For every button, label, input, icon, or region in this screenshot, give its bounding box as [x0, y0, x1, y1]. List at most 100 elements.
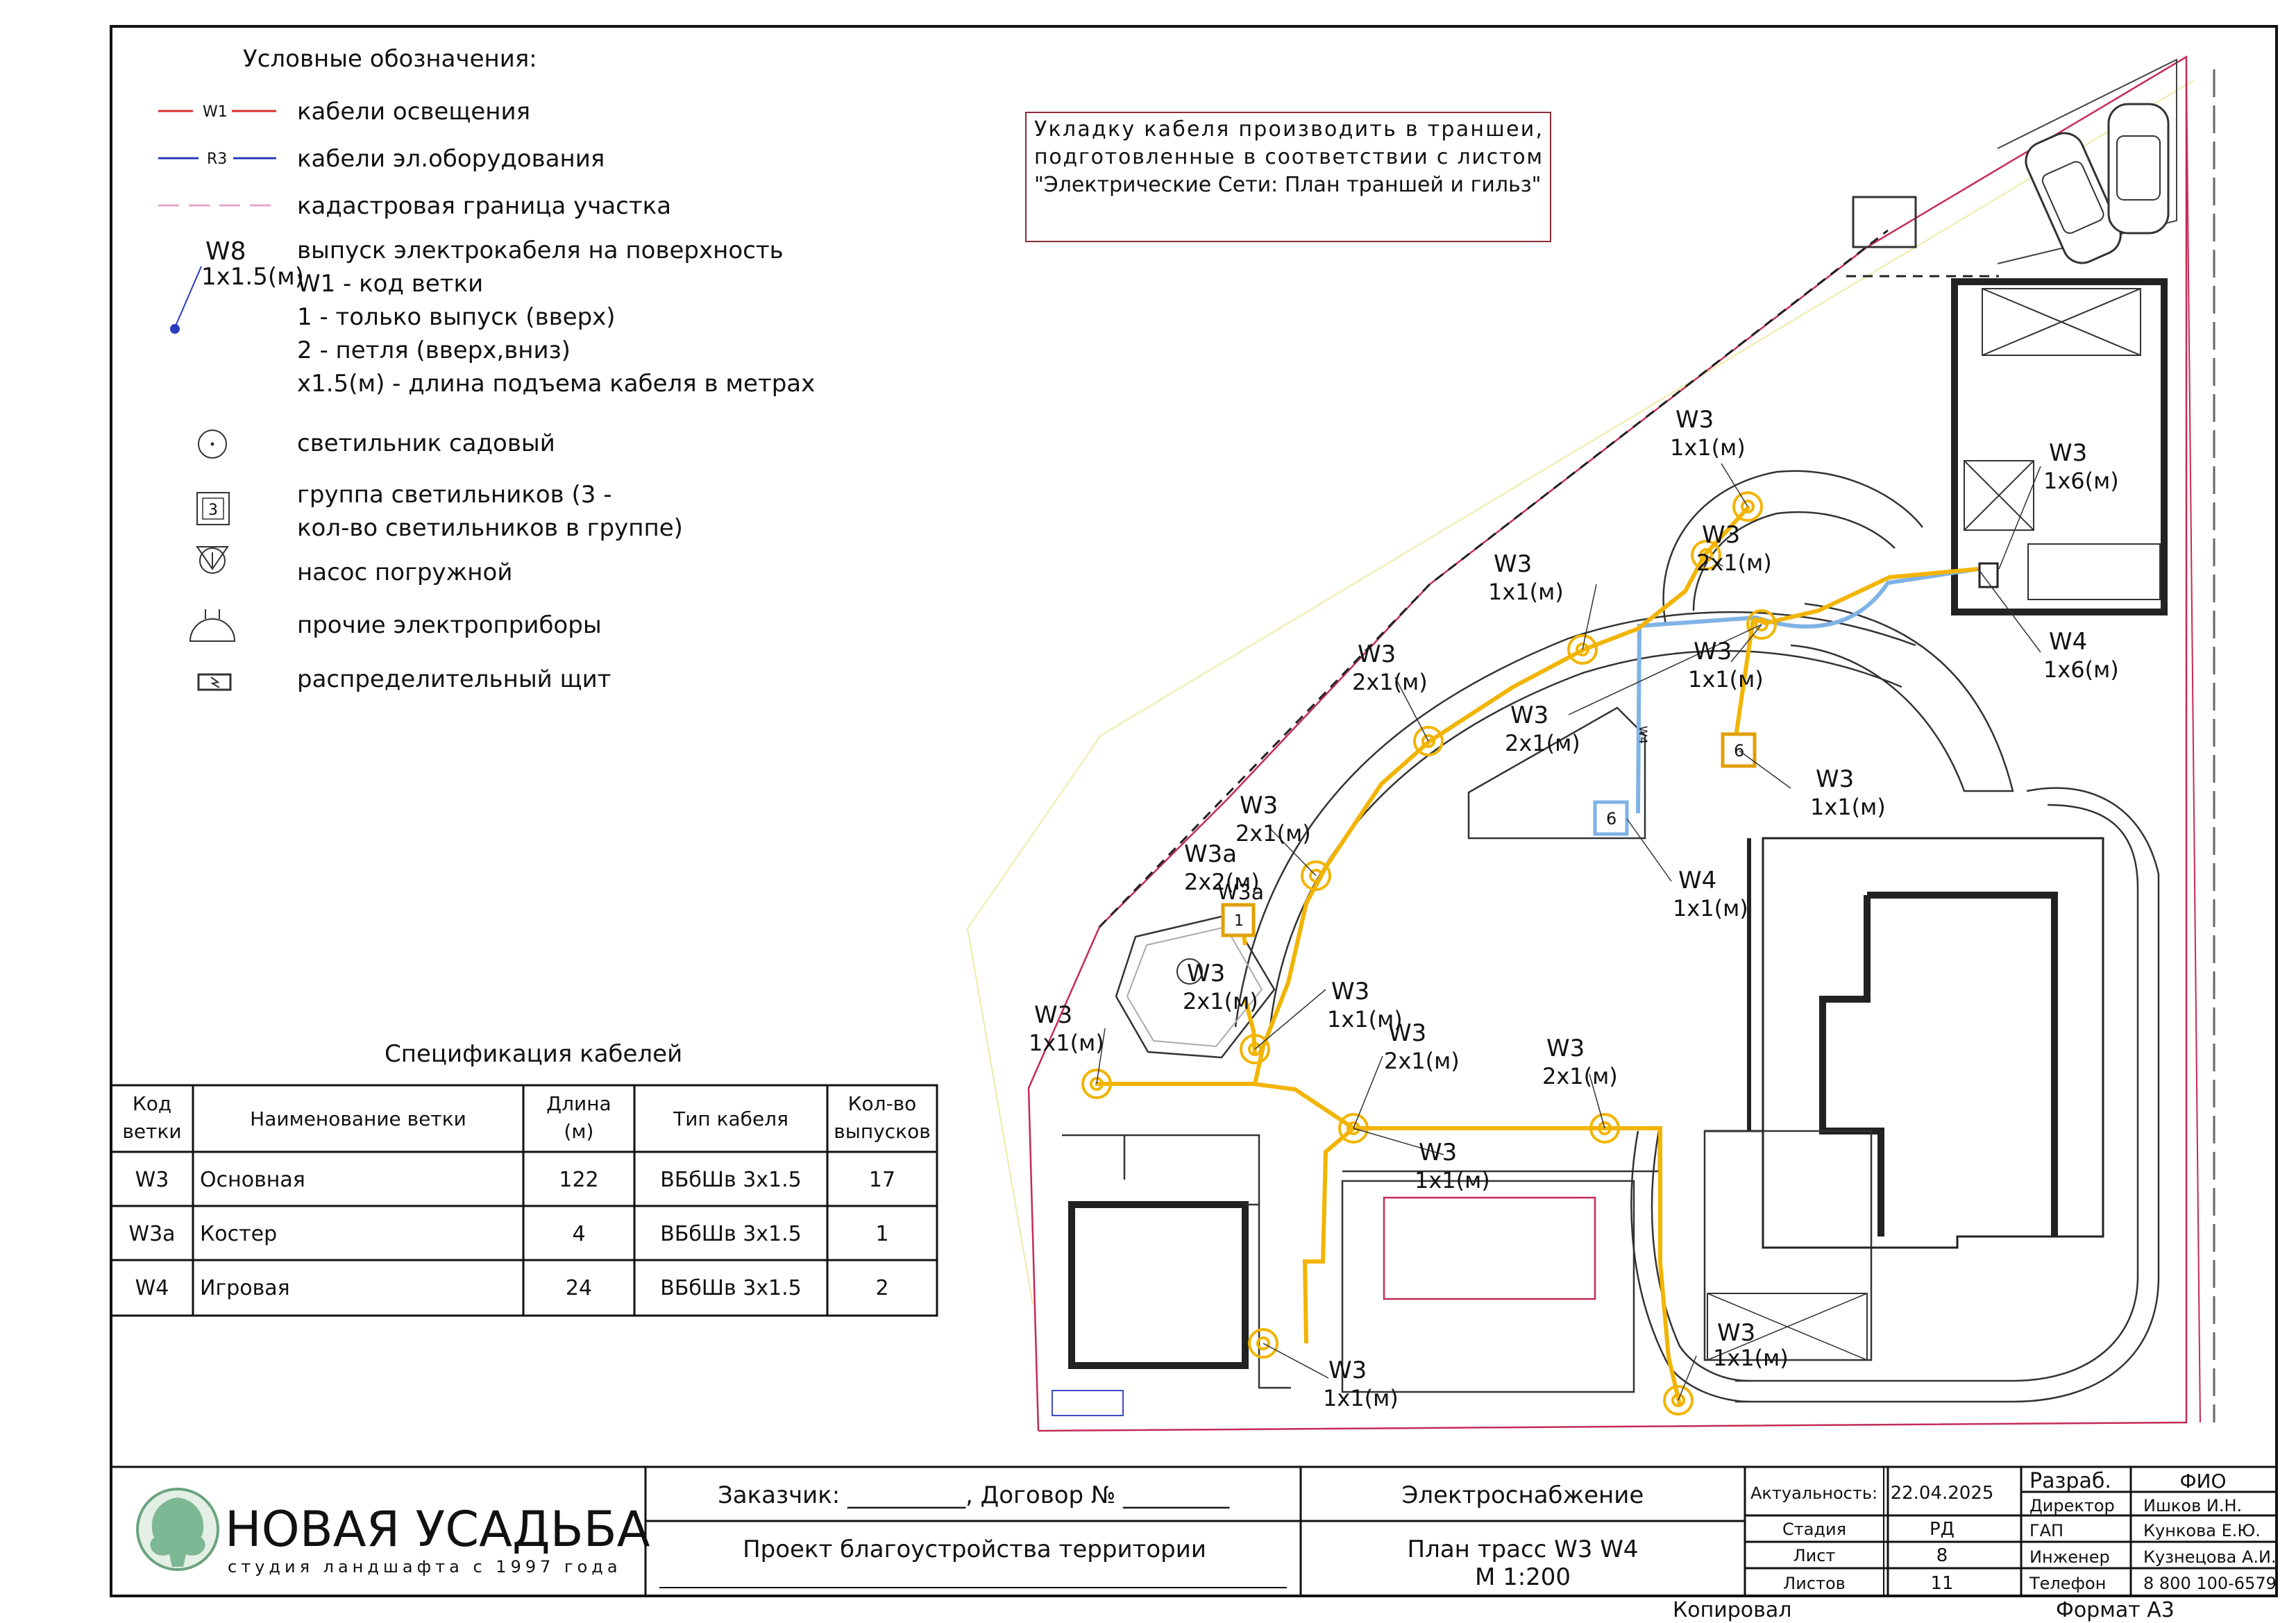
route-label-code: W3: [1187, 960, 1225, 987]
outbuilding: [1951, 278, 2168, 615]
legend-lighting-cables: кабели освещения: [297, 98, 530, 126]
logo-tagline: студия ландшафта с 1997 года: [228, 1557, 622, 1577]
spec-header-code-2: ветки: [122, 1120, 181, 1143]
route-label-length: 2x1(м): [1505, 730, 1580, 756]
w4-route-tag: W4: [1637, 726, 1650, 744]
customer-contract: Заказчик: __________, Договор № ________…: [718, 1481, 1230, 1509]
spec-cell-name: Основная: [200, 1168, 305, 1192]
route-label-code: W3: [1328, 1357, 1367, 1384]
route-label-code: W4: [1678, 867, 1716, 894]
route-label-length: 1x6(м): [2043, 468, 2119, 494]
spec-header-name: Наименование ветки: [250, 1107, 466, 1130]
route-label-code: W3: [1694, 638, 1732, 665]
legend-other-appliances: прочие электроприборы: [297, 611, 602, 639]
title-block: НОВАЯ УСАДЬБА студия ландшафта с 1997 го…: [110, 1465, 2278, 1622]
cadastral-boundary: [1027, 55, 2188, 1432]
route-label-length: 1x1(м): [1488, 579, 1564, 605]
cable-spec: Спецификация кабелей Код ветки Наименова…: [110, 1040, 938, 1317]
legend-outlet-line-4: 2 - петля (вверх,вниз): [297, 337, 571, 364]
route-label-length: 1x6(м): [2043, 656, 2119, 683]
spec-header-length-1: Длина: [546, 1092, 611, 1115]
lamp-group-w4-count: 6: [1606, 809, 1617, 829]
route-label-code: W3: [1240, 792, 1278, 819]
route-label-code: W3: [2049, 439, 2087, 467]
sheet-label: Лист: [1793, 1546, 1836, 1565]
route-label-code: W3: [1510, 702, 1548, 729]
legend-outlet-dot: [170, 324, 180, 334]
role-developer: Разраб.: [2029, 1469, 2111, 1493]
panel-icon: [197, 673, 232, 691]
spec-header-code-1: Код: [133, 1092, 171, 1115]
legend-r3-sample: R3: [207, 151, 227, 168]
note-line-1: Укладку кабеля производить в траншеи,: [1034, 117, 1542, 142]
route-label-length: 2x2(м): [1184, 869, 1260, 895]
route-label-code: W3: [1331, 978, 1369, 1005]
route-label-length: 1x1(м): [1673, 895, 1748, 921]
spec-cell-type: ВБбШв 3х1.5: [660, 1168, 802, 1192]
names-header: ФИО: [2179, 1470, 2226, 1493]
copied-by: Копировал: [1673, 1598, 1791, 1622]
role-phone: Телефон: [2029, 1574, 2106, 1593]
lamp-group-w3-count: 6: [1734, 741, 1744, 760]
route-label-length: 2x1(м): [1183, 988, 1258, 1014]
route-label-code: W3: [1546, 1035, 1585, 1062]
legend-group-number: 3: [208, 502, 218, 519]
route-label-length: 1x1(м): [1713, 1345, 1789, 1371]
route-label-code: W3: [1419, 1139, 1457, 1166]
route-label-length: 1x1(м): [1323, 1385, 1399, 1411]
lamp-group-w3: 6: [1721, 732, 1757, 768]
sheets-label: Листов: [1783, 1574, 1846, 1593]
route-label-code: W3: [1034, 1001, 1072, 1029]
spec-cell-code: W3: [135, 1168, 169, 1192]
route-label-length: 1x1(м): [1029, 1030, 1104, 1056]
pump-icon: [196, 546, 229, 570]
stage-label: Стадия: [1782, 1520, 1846, 1539]
name-gap: Кункова Е.Ю.: [2143, 1521, 2261, 1540]
legend-outlet-line-5: x1.5(м) - длина подъема кабеля в метрах: [297, 370, 815, 398]
legend-distribution-panel: распределительный щит: [297, 665, 611, 693]
main-house: [1705, 837, 2104, 1249]
legend-equipment-cables: кабели эл.оборудования: [297, 145, 605, 173]
route-label-length: 2x1(м): [1542, 1063, 1618, 1089]
route-labels: W3 1x1(м) W3 1x6(м) W3 2x1(м) W3 1x1(м) …: [1029, 406, 2119, 1411]
company-logo: НОВАЯ УСАДЬБА студия ландшафта с 1997 го…: [136, 1488, 650, 1577]
spec-header-length-2: (м): [564, 1120, 594, 1143]
spec-header-type: Тип кабеля: [673, 1107, 788, 1130]
lamp-group-icon: [196, 492, 230, 525]
role-director: Директор: [2029, 1496, 2115, 1515]
spec-cell-length: 24: [566, 1276, 592, 1300]
note-line-3: "Электрические Сети: План траншей и гиль…: [1034, 173, 1541, 197]
lamp-marker: [1081, 491, 1777, 1416]
sheet-title: План трасс W3 W4: [1408, 1536, 1639, 1563]
drawing-scale: М 1:200: [1475, 1563, 1571, 1591]
route-label-code: W3: [1494, 550, 1532, 578]
pool: [1341, 1180, 1635, 1393]
sheets-total: 11: [1930, 1573, 1953, 1594]
legend-group-line-2: кол-во светильников в группе): [297, 514, 683, 542]
legend-outlet-code: W8: [205, 237, 246, 266]
spec-cell-type: ВБбШв 3х1.5: [660, 1222, 802, 1246]
spec-cell-code: W3a: [128, 1222, 175, 1246]
route-label-code: W3: [1358, 640, 1396, 668]
route-label-code: W3: [1702, 521, 1740, 549]
route-label-code: W3: [1388, 1019, 1426, 1047]
route-label-length: 1x1(м): [1810, 794, 1886, 820]
w3a-tag: W3a: [1217, 881, 1264, 905]
paper-format: Формат А3: [2056, 1598, 2175, 1622]
route-label-code: W3: [1717, 1319, 1755, 1347]
role-engineer: Инженер: [2029, 1547, 2110, 1567]
stage-value: РД: [1930, 1519, 1955, 1540]
lamp-group-w3a-count: 1: [1234, 912, 1244, 930]
garden-lamp-icon: [198, 430, 227, 459]
legend-w1-sample: W1: [203, 103, 228, 121]
sheet-number: 8: [1936, 1545, 1948, 1566]
spec-row: W4 Игровая 24 ВБбШв 3х1.5 2: [135, 1276, 889, 1300]
appliance-icon: [189, 618, 236, 642]
w4-route: [1636, 567, 1979, 814]
spec-cell-code: W4: [135, 1276, 169, 1300]
route-label-length: 1x1(м): [1688, 666, 1764, 692]
name-director: Ишков И.Н.: [2143, 1496, 2242, 1515]
spec-cell-count: 17: [869, 1168, 895, 1192]
trench-note: Укладку кабеля производить в траншеи, по…: [1025, 112, 1551, 242]
